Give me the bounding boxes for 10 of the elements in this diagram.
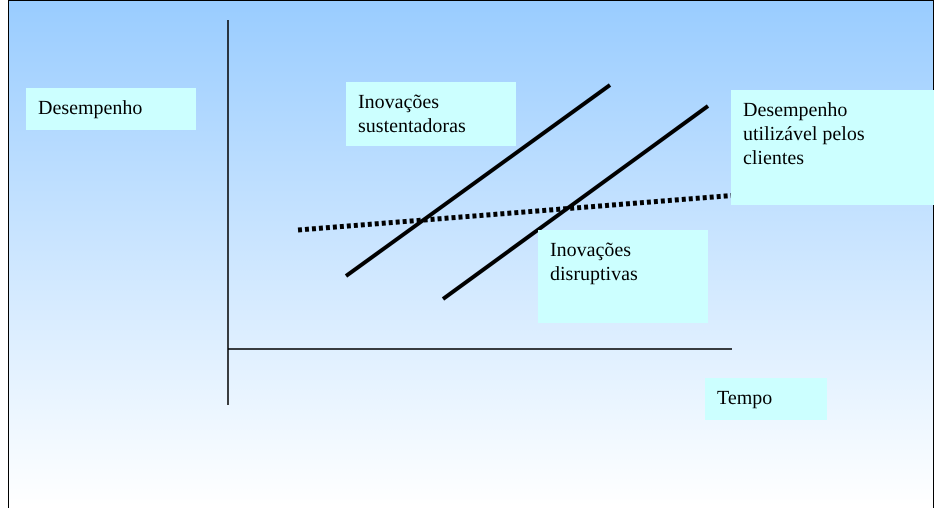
text-box bbox=[705, 378, 827, 420]
box-label: Inovações sustentadoras bbox=[358, 90, 467, 138]
box-label: Desempenho utilizável pelos clientes bbox=[743, 98, 866, 170]
text-box bbox=[26, 88, 196, 130]
text-box bbox=[346, 82, 516, 146]
text-box bbox=[731, 90, 934, 205]
box-label: Inovações disruptivas bbox=[550, 238, 639, 286]
box-label: Desempenho bbox=[38, 96, 144, 120]
text-box bbox=[538, 230, 708, 323]
box-label: Tempo bbox=[717, 386, 774, 410]
